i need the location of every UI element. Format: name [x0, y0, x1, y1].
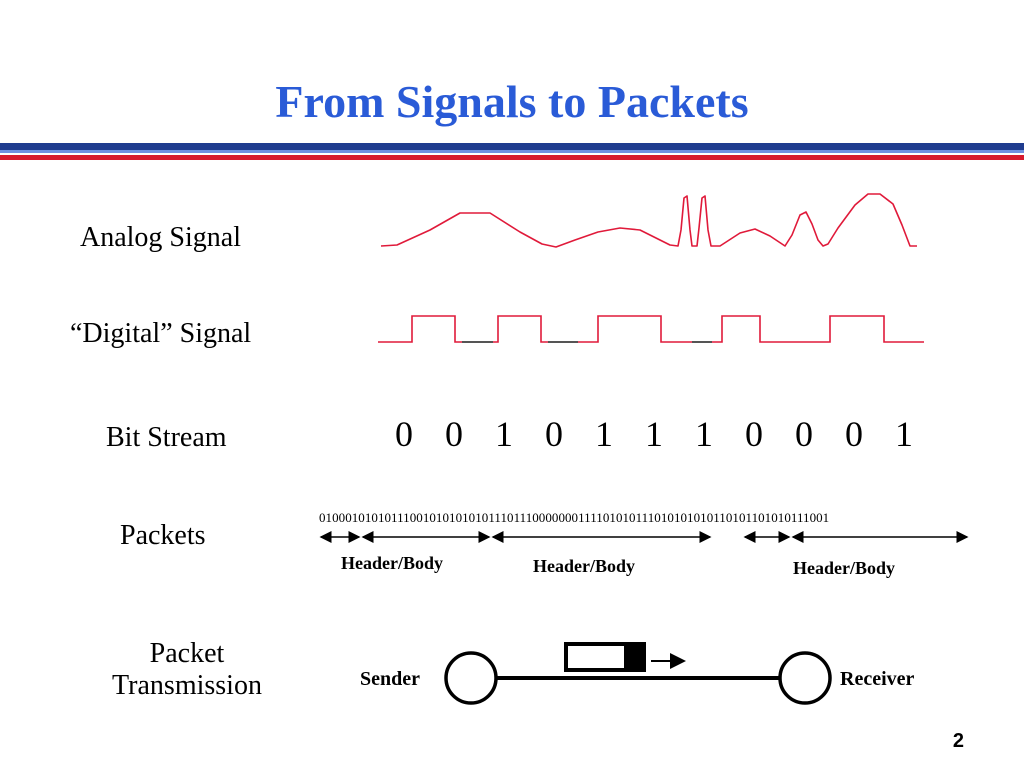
- slide-title: From Signals to Packets: [275, 76, 749, 127]
- header-body-label-2: Header/Body: [533, 556, 635, 576]
- digital-signal-label: “Digital” Signal: [70, 318, 252, 349]
- header-body-label-1: Header/Body: [341, 553, 443, 573]
- packet-binary-string: 0100010101011100101010101011101110000000…: [319, 510, 830, 525]
- bit: 0: [795, 414, 813, 454]
- analog-signal-label: Analog Signal: [80, 222, 241, 253]
- packets-label: Packets: [120, 520, 206, 551]
- bit: 1: [595, 414, 613, 454]
- receiver-node: [778, 651, 832, 705]
- bit: 0: [445, 414, 463, 454]
- bit: 1: [895, 414, 913, 454]
- sender-node: [444, 651, 498, 705]
- header-body-label-3: Header/Body: [793, 558, 895, 578]
- title-divider-red: [0, 155, 1024, 160]
- sender-label: Sender: [360, 668, 420, 690]
- packet-transmission-label-line2: Transmission: [112, 670, 262, 701]
- packet-transmission-label: Packet Transmission: [70, 638, 304, 702]
- packet-icon-header: [624, 644, 644, 670]
- receiver-label: Receiver: [840, 668, 915, 690]
- bit-stream: 0 0 1 0 1 1 1 0 0 0 1: [384, 414, 924, 454]
- analog-signal-waveform: [380, 193, 917, 248]
- bit: 0: [745, 414, 763, 454]
- title-divider-lightblue: [0, 150, 1024, 153]
- bit: 1: [695, 414, 713, 454]
- digital-signal-waveform: [378, 315, 924, 343]
- bit: 1: [495, 414, 513, 454]
- bit: 0: [545, 414, 563, 454]
- bit: 1: [645, 414, 663, 454]
- page-number: 2: [952, 730, 964, 752]
- title-divider-blue: [0, 143, 1024, 150]
- bit-stream-label: Bit Stream: [106, 422, 227, 453]
- bit: 0: [395, 414, 413, 454]
- bit: 0: [845, 414, 863, 454]
- packet-transmission-label-line1: Packet: [149, 638, 225, 669]
